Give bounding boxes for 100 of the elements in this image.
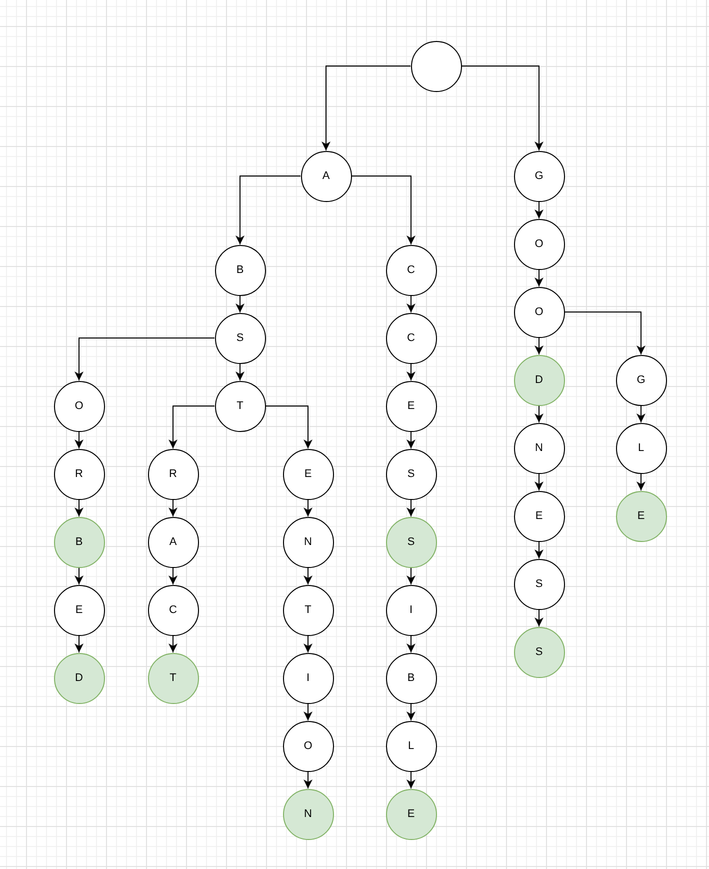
letter-node-circle <box>282 448 334 500</box>
letter-node-circle <box>514 218 564 270</box>
arrow <box>74 338 215 381</box>
arrow <box>74 635 84 653</box>
letter-node-circle <box>282 584 334 636</box>
letter-node-circle <box>386 312 436 364</box>
arrow <box>168 499 178 517</box>
arrow <box>168 406 215 449</box>
word-end-node-circle <box>514 354 564 406</box>
arrow <box>534 473 544 491</box>
letter-node-circle <box>214 380 266 432</box>
node-letter: C <box>407 264 415 276</box>
arrow <box>74 431 84 449</box>
word-end-node-circle <box>54 652 104 704</box>
word-end-node-circle <box>148 652 198 704</box>
letter-node-circle <box>386 584 436 636</box>
node-letter: N <box>304 536 312 548</box>
node-letter: S <box>407 536 415 548</box>
node-letter: O <box>534 306 544 318</box>
letter-node-circle <box>514 422 564 474</box>
node-letter: B <box>75 536 83 548</box>
letter-node-circle <box>148 448 198 500</box>
word-end-node-circle <box>616 490 666 542</box>
node-letter: A <box>169 536 177 548</box>
node-letter: S <box>236 332 244 344</box>
node-letter: A <box>322 170 330 182</box>
arrow <box>304 499 312 517</box>
node-letter: T <box>170 672 176 684</box>
letter-node-circle <box>514 150 564 202</box>
node-letter: R <box>75 468 83 480</box>
node-letter: E <box>637 510 645 522</box>
word-end-node-circle <box>386 516 436 568</box>
node-letter: D <box>75 672 83 684</box>
node-letter: G <box>534 170 544 182</box>
node-letter: T <box>236 400 244 412</box>
node-letter: O <box>74 400 84 412</box>
arrow <box>304 567 312 585</box>
arrow <box>322 66 411 151</box>
letter-node-circle <box>214 312 266 364</box>
arrow <box>534 405 544 423</box>
arrow <box>304 635 312 653</box>
node-letter: B <box>236 264 244 276</box>
node-letter: G <box>636 374 646 386</box>
node-letter: N <box>535 442 543 454</box>
node-letter: S <box>407 468 415 480</box>
node-letter: E <box>407 400 415 412</box>
arrow <box>406 567 416 585</box>
arrow <box>304 703 312 721</box>
letter-node-circle <box>386 720 436 772</box>
letter-node-circle <box>386 244 436 296</box>
arrow <box>636 473 646 491</box>
arrow <box>406 771 416 789</box>
letter-node-circle <box>148 516 198 568</box>
node-letter: O <box>304 740 312 752</box>
node-letter: S <box>535 578 543 590</box>
arrow <box>406 295 416 313</box>
node-letter: B <box>407 672 415 684</box>
word-end-node-circle <box>54 516 104 568</box>
letter-node-circle <box>386 448 436 500</box>
arrow <box>534 337 544 355</box>
node-letter: I <box>306 672 310 684</box>
letter-node-circle <box>514 286 564 338</box>
arrow <box>534 201 544 219</box>
arrow <box>351 176 416 245</box>
arrow <box>74 567 84 585</box>
word-end-node-circle <box>386 788 436 840</box>
node-letter: T <box>304 604 312 616</box>
arrow <box>236 176 301 245</box>
arrow <box>168 635 178 653</box>
node-letter: C <box>407 332 415 344</box>
node-letter: E <box>75 604 83 616</box>
arrow <box>534 269 544 287</box>
node-letter: R <box>169 468 177 480</box>
arrow <box>168 567 178 585</box>
node-letter: E <box>304 468 312 480</box>
letter-node-circle <box>386 652 436 704</box>
arrow <box>265 406 312 449</box>
node-letter: C <box>169 604 177 616</box>
letter-node-circle <box>214 244 266 296</box>
letter-node-circle <box>386 380 436 432</box>
letter-node-circle <box>616 422 666 474</box>
node-letter: N <box>304 808 312 820</box>
arrow <box>461 66 544 151</box>
word-end-node-circle <box>514 626 564 678</box>
arrow <box>236 295 244 313</box>
letter-node-circle <box>54 584 104 636</box>
arrow <box>236 363 244 381</box>
arrow <box>534 541 544 559</box>
node-letter: I <box>409 604 413 616</box>
letter-node-circle <box>514 558 564 610</box>
arrow <box>406 635 416 653</box>
arrow <box>74 499 84 517</box>
node-letter: E <box>407 808 415 820</box>
node-letter: E <box>535 510 543 522</box>
node-letter: D <box>535 374 543 386</box>
letter-node-circle <box>54 448 104 500</box>
letter-node-circle <box>282 516 334 568</box>
letter-node-circle <box>616 354 666 406</box>
arrow <box>406 499 416 517</box>
arrow <box>304 771 312 789</box>
